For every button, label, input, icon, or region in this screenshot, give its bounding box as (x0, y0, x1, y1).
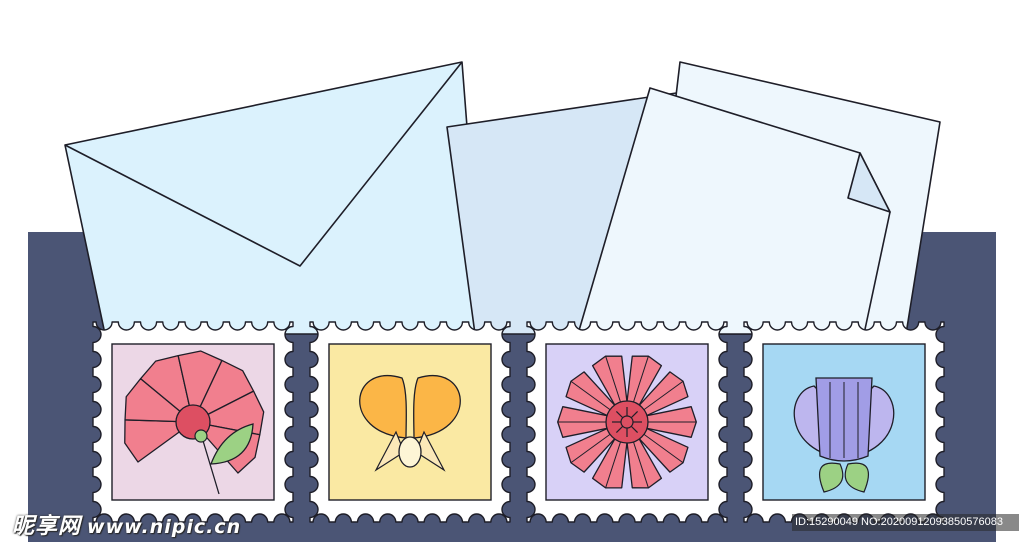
letter-folded (577, 87, 891, 335)
stamp-artwork-frame (328, 343, 492, 501)
purple-tulip-icon (793, 377, 895, 493)
red-flower-icon (557, 355, 697, 489)
orchid-icon (359, 375, 461, 472)
postage-stamp (309, 321, 511, 523)
postage-stamp (92, 321, 294, 523)
image-id-watermark: ID:15290049 NO:20200912093850576083 (792, 514, 1019, 531)
postage-stamp (743, 321, 945, 523)
site-url: www.nipic.cn (87, 516, 242, 538)
stamp-row (92, 321, 945, 523)
carnation-icon (124, 350, 265, 495)
envelope (64, 61, 484, 335)
postage-stamp (526, 321, 728, 523)
site-name: 昵享网 (12, 514, 82, 539)
